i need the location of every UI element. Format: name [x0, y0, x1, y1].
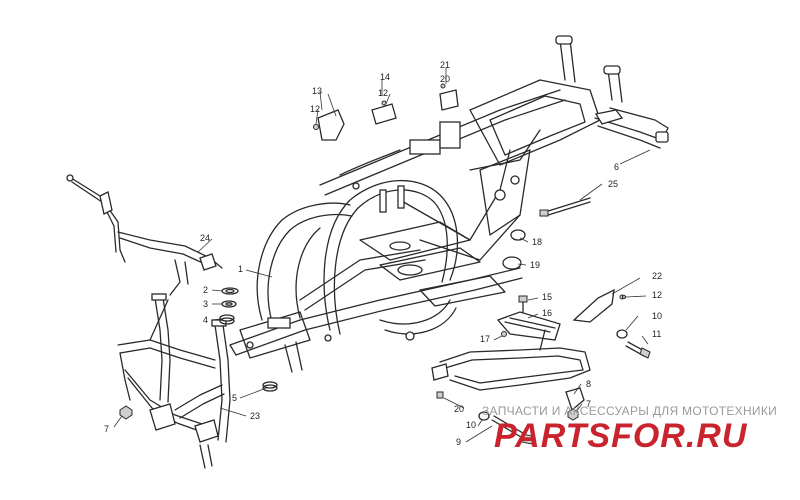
callout-14: 14: [380, 72, 390, 82]
callout-15: 15: [542, 292, 552, 302]
callout-12-bracket14: 12: [378, 88, 388, 98]
front-bumper: [117, 293, 231, 469]
main-frame: [229, 35, 623, 373]
callout-1: 1: [238, 264, 243, 274]
callout-7-right: 7: [586, 399, 591, 409]
callout-6: 6: [614, 162, 619, 172]
callout-20-lower: 20: [454, 404, 464, 414]
callout-4: 4: [203, 315, 208, 325]
part-14-bracket: [371, 103, 397, 125]
part-17-fastener: [501, 331, 507, 337]
part-21-bracket: [439, 89, 459, 111]
part-7-nut-left: [119, 405, 133, 420]
part-3-ring: [221, 300, 237, 308]
part-15-bolt: [518, 295, 528, 303]
callout-24: 24: [200, 233, 210, 243]
callout-19: 19: [530, 260, 540, 270]
part-10-washer-lower: [478, 411, 490, 421]
part-18-plug: [510, 229, 526, 241]
callout-5: 5: [232, 393, 237, 403]
callout-12-bracket13: 12: [310, 104, 320, 114]
callout-16: 16: [542, 308, 552, 318]
front-rack: [66, 174, 223, 296]
part-22-bracket: [572, 288, 615, 323]
callout-10-lower: 10: [466, 420, 476, 430]
callout-7-left: 7: [104, 424, 109, 434]
leader-lines: [113, 68, 651, 443]
part-19-plug: [502, 256, 522, 270]
part-20-bolt-lower: [436, 391, 444, 399]
callout-12-bracket22: 12: [652, 290, 662, 300]
callout-17: 17: [480, 334, 490, 344]
part-9-bolt: [491, 419, 527, 441]
callout-2: 2: [203, 285, 208, 295]
watermark-tagline: ЗАПЧАСТИ И АКСЕССУАРЫ ДЛЯ МОТОТЕХНИКИ: [482, 404, 778, 418]
callout-18: 18: [532, 237, 542, 247]
callout-10-right: 10: [652, 311, 662, 321]
callout-numbers: 1 2 3 4 5 6 7 7 8 9 10 10 11 12 12 12 13…: [104, 60, 662, 447]
callout-9: 9: [456, 437, 461, 447]
callout-13: 13: [312, 86, 322, 96]
part-8-bracket: [565, 387, 585, 412]
footrest-tube: [431, 329, 591, 391]
callout-11: 11: [652, 329, 661, 339]
callout-23: 23: [250, 411, 260, 421]
callout-20-upper: 20: [440, 74, 450, 84]
watermark-logo[interactable]: PARTSFOR.RU: [494, 417, 748, 455]
part-25-strap: [544, 197, 591, 213]
part-10-washer-right: [616, 329, 628, 339]
callout-22: 22: [652, 271, 662, 281]
callout-3: 3: [203, 299, 208, 309]
part-13-bracket: [317, 109, 345, 141]
part-7-nut-right: [567, 408, 579, 421]
callout-21: 21: [440, 60, 450, 70]
rear-bumper: [594, 107, 669, 149]
callout-25: 25: [608, 179, 618, 189]
callout-8: 8: [586, 379, 591, 389]
